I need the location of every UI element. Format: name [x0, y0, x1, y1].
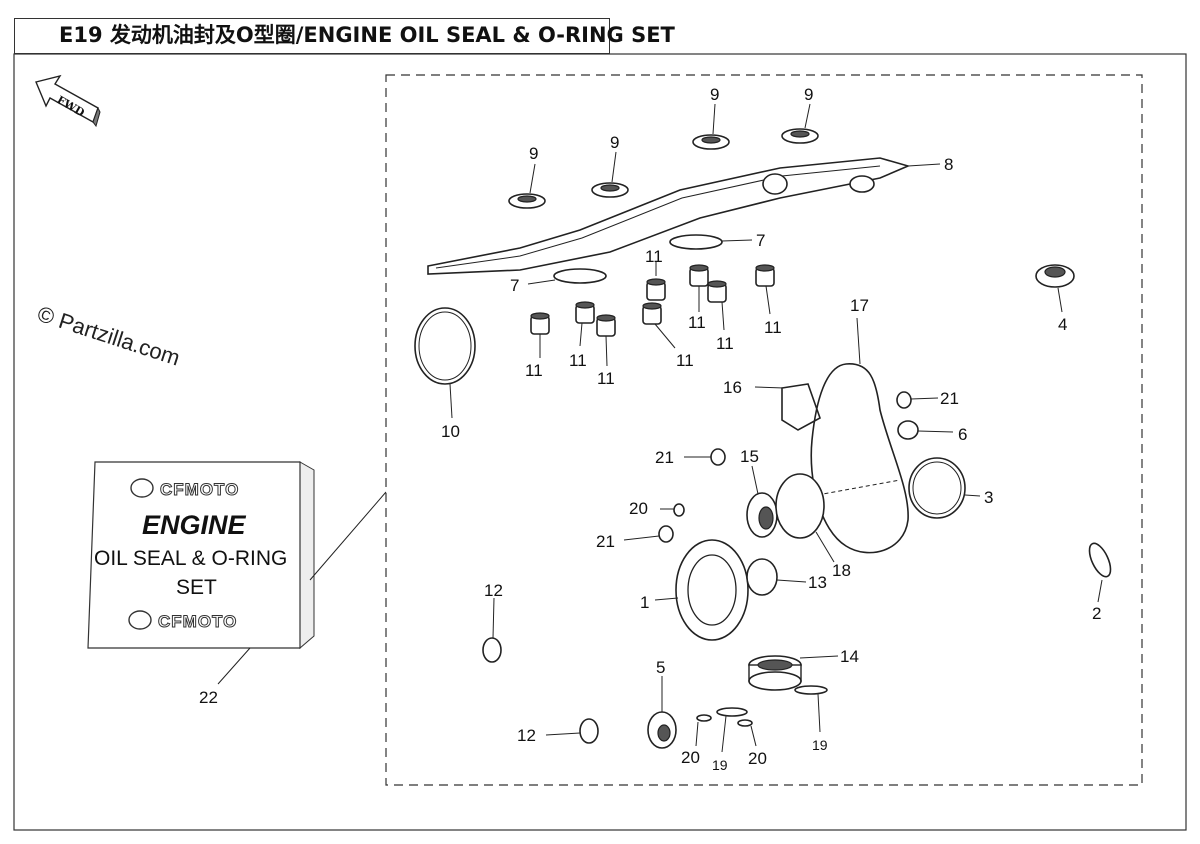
part-2-o-ring: [1088, 542, 1112, 603]
part-4-grommet: [1035, 264, 1075, 313]
callout-22: 22: [199, 688, 218, 707]
part-9-oil-seal: [781, 103, 819, 144]
watermark: © Partzilla.com: [34, 301, 183, 371]
callout-18: 18: [832, 561, 851, 580]
part-12-o-ring: [482, 597, 502, 663]
part-20-o-ring: [660, 503, 685, 517]
callout-1: 1: [640, 593, 649, 612]
callout-17: 17: [850, 296, 869, 315]
callout-20: 20: [748, 749, 767, 768]
callout-7: 7: [756, 231, 765, 250]
callout-11: 11: [688, 313, 706, 332]
callout-20: 20: [681, 748, 700, 767]
callout-10: 10: [441, 422, 460, 441]
part-8-cover-gasket: [427, 157, 941, 275]
part-20-o-ring: [737, 719, 757, 747]
outer-frame: [13, 53, 1187, 831]
callout-11: 11: [676, 351, 694, 370]
callout-3: 3: [984, 488, 993, 507]
part-9-oil-seal: [692, 103, 730, 150]
part-18-o-ring: [775, 473, 835, 563]
callout-20: 20: [629, 499, 648, 518]
callout-11: 11: [645, 247, 663, 266]
callout-9: 9: [804, 85, 813, 104]
callout-14: 14: [840, 647, 859, 666]
diagram-title: E19 发动机油封及O型圈/ENGINE OIL SEAL & O-RING S…: [14, 18, 675, 54]
card-logo-top: CFMOTO: [160, 480, 239, 499]
callout-11: 11: [569, 351, 587, 370]
callout-13: 13: [808, 573, 827, 592]
callout-2: 2: [1092, 604, 1101, 623]
part-9-oil-seal: [508, 163, 546, 209]
callout-16: 16: [723, 378, 742, 397]
part-10-o-ring: [414, 307, 476, 419]
part-17-water-pump-gasket: [789, 317, 909, 554]
callout-4: 4: [1058, 315, 1067, 334]
part-19-o-ring: [716, 707, 748, 753]
card-heading: ENGINE: [142, 510, 247, 540]
part-11-valve-stem-seal: [689, 264, 709, 312]
callout-11: 11: [716, 334, 734, 353]
callout-19: 19: [812, 737, 828, 753]
part-6-o-ring: [897, 420, 954, 440]
callout-9: 9: [529, 144, 538, 163]
callout-11: 11: [525, 361, 543, 380]
part-20-o-ring: [695, 714, 712, 747]
card-line-1: OIL SEAL & O-RING: [94, 547, 287, 570]
callout-21: 21: [655, 448, 674, 467]
part-15-oil-seal: [746, 465, 778, 538]
callout-11: 11: [764, 318, 782, 337]
callout-9: 9: [710, 85, 719, 104]
card-line-2: SET: [176, 576, 217, 599]
kit-package-card: CFMOTO ENGINE OIL SEAL & O-RING SET CFMO…: [87, 461, 387, 650]
part-7-o-ring: [527, 268, 607, 285]
part-11-valve-stem-seal: [530, 312, 550, 358]
cfmoto-logo-icon: [130, 478, 154, 498]
callout-11: 11: [597, 369, 615, 388]
callout-9: 9: [610, 133, 619, 152]
part-11-valve-stem-seal: [646, 262, 666, 301]
callout-5: 5: [656, 658, 665, 677]
kit-boundary: [385, 74, 1143, 786]
part-11-valve-stem-seal: [642, 302, 676, 349]
callout-12: 12: [484, 581, 503, 600]
cfmoto-logo-icon: [128, 610, 152, 630]
part-21-o-ring: [623, 525, 674, 543]
part-11-valve-stem-seal: [575, 301, 595, 347]
part-9-oil-seal: [591, 151, 629, 198]
part-14-oil-seal: [748, 655, 839, 691]
callout-19: 19: [712, 757, 728, 773]
part-19-o-ring: [794, 685, 828, 733]
callout-12: 12: [517, 726, 536, 745]
part-13-o-ring: [746, 558, 807, 596]
callout-8: 8: [944, 155, 953, 174]
callout-21: 21: [596, 532, 615, 551]
callout-6: 6: [958, 425, 967, 444]
part-11-valve-stem-seal: [596, 314, 616, 367]
part-1-oil-seal: [654, 539, 749, 641]
part-21-o-ring: [896, 391, 939, 409]
part-12-o-ring: [545, 718, 599, 744]
part-7-o-ring: [669, 234, 753, 250]
card-logo-bottom: CFMOTO: [158, 612, 237, 631]
callout-7: 7: [510, 276, 519, 295]
part-21-o-ring: [684, 448, 726, 466]
forward-arrow-icon: FWD: [35, 74, 101, 128]
part-11-valve-stem-seal: [707, 280, 727, 331]
callout-21: 21: [940, 389, 959, 408]
part-5-oil-seal: [647, 676, 677, 749]
part-3-o-ring: [908, 457, 981, 519]
part-11-valve-stem-seal: [755, 264, 775, 315]
callout-15: 15: [740, 447, 759, 466]
part-16-o-ring: [754, 383, 821, 431]
